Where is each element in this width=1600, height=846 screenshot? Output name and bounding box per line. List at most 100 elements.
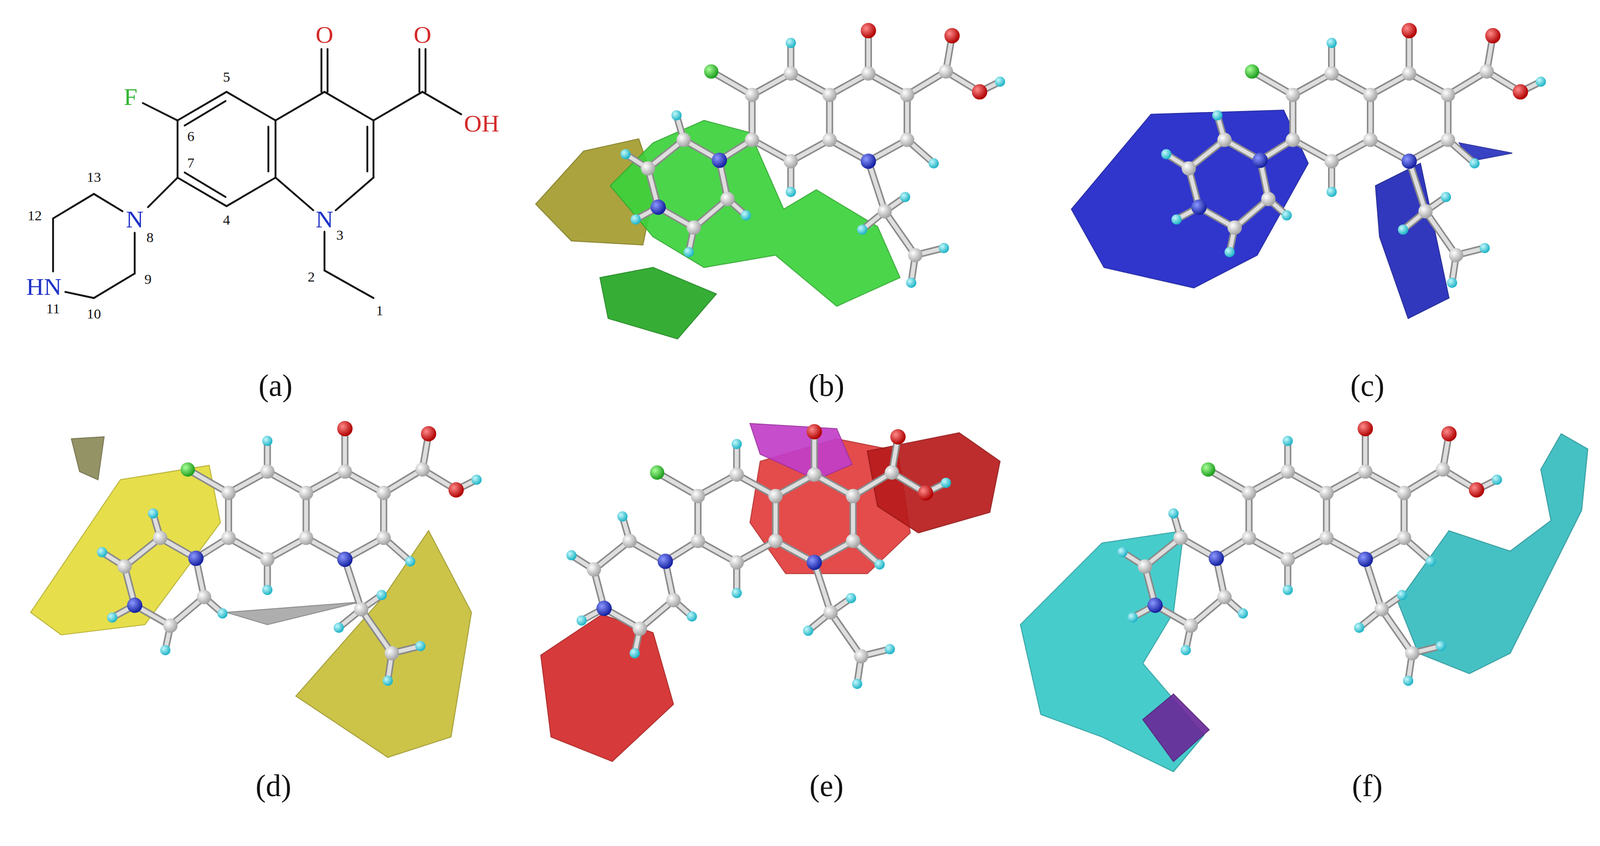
position-number: 12: [27, 209, 42, 224]
atom-ball: [940, 477, 951, 488]
bond-line: [133, 232, 136, 274]
atom-ball: [180, 462, 196, 477]
position-number: 6: [187, 129, 195, 144]
atom-ball: [785, 186, 796, 197]
atom-ball: [1397, 224, 1408, 235]
atom-ball: [906, 277, 917, 288]
bond-line: [65, 291, 94, 299]
atom-ball: [1357, 421, 1373, 437]
atom-ball: [415, 640, 426, 651]
atom-ball: [354, 601, 369, 617]
atom-ball: [671, 110, 682, 121]
atom-ball: [1168, 508, 1179, 519]
atom-ball: [785, 37, 796, 48]
atom-ball: [1485, 28, 1501, 44]
atom-ball: [657, 553, 674, 569]
bond-line: [93, 273, 135, 299]
atom-ball: [629, 647, 640, 658]
atom-ball: [1227, 220, 1242, 235]
steric-contour: [599, 267, 717, 339]
atom-ball: [337, 551, 353, 567]
atom-ball: [596, 600, 612, 616]
atom-ball: [1447, 277, 1458, 288]
atom-ball: [1217, 589, 1232, 605]
acceptor-contour: [1142, 693, 1210, 762]
atom-label: O: [413, 22, 431, 47]
atom-ball: [299, 530, 314, 545]
atom-ball: [196, 589, 212, 605]
atom-ball: [666, 592, 681, 608]
bond-line: [52, 218, 55, 272]
atom-ball: [1324, 66, 1339, 81]
atom-ball: [96, 546, 107, 557]
atom-ball: [152, 530, 168, 545]
atom-ball: [729, 555, 744, 570]
atom-ball: [851, 678, 862, 689]
atom-ball: [127, 597, 143, 613]
atom-ball: [617, 511, 628, 522]
atom-ball: [1127, 612, 1138, 623]
atom-ball: [907, 247, 923, 262]
atom-ball: [404, 556, 415, 567]
bond-line: [373, 91, 423, 121]
atom-ball: [783, 66, 798, 81]
atom-ball: [1401, 22, 1417, 38]
bond-line: [418, 48, 421, 92]
atom-label: F: [123, 84, 138, 110]
atom-ball: [1261, 191, 1276, 206]
bond-line: [324, 270, 374, 299]
atom-ball: [686, 611, 697, 622]
atom-ball: [994, 76, 1005, 87]
atom-label: N: [315, 206, 334, 232]
atom-ball: [768, 533, 783, 548]
atom-ball: [806, 554, 822, 570]
atom-ball: [117, 559, 132, 574]
bond-line: [372, 120, 375, 178]
atom-ball: [640, 161, 655, 176]
atom-ball: [860, 153, 876, 169]
atom-ball: [1252, 152, 1268, 168]
atom-ball: [1396, 589, 1407, 600]
bond-line: [184, 101, 226, 126]
bond-stick: [1365, 559, 1382, 609]
atom-ball: [1181, 161, 1197, 176]
panel-label: (d): [255, 770, 292, 801]
atom-ball: [630, 214, 641, 225]
atom-ball: [1281, 210, 1292, 221]
hydrophobic-contour: [295, 530, 472, 758]
atom-ball: [1217, 132, 1232, 147]
atom-ball: [107, 612, 118, 623]
atom-ball: [877, 204, 892, 219]
position-number: 3: [336, 228, 344, 244]
bond-stick: [1425, 211, 1456, 255]
atom-ball: [421, 426, 437, 442]
atom-ball: [1280, 464, 1295, 479]
bond-stick: [361, 608, 392, 653]
panel-label: (b): [808, 370, 845, 401]
panel-label: (e): [809, 770, 844, 801]
bond-stick: [1365, 559, 1382, 609]
atom-ball: [376, 589, 387, 600]
atom-ball: [744, 132, 759, 147]
bond-stick: [345, 559, 362, 609]
bond-stick: [1425, 211, 1456, 255]
bond-stick: [884, 211, 916, 255]
position-number: 8: [146, 230, 154, 245]
atom-ball: [938, 64, 954, 79]
atom-ball: [1512, 84, 1528, 100]
atom-ball: [768, 488, 783, 504]
contour-maps: [30, 110, 1588, 772]
atom-ball: [857, 224, 868, 235]
atom-ball: [448, 482, 464, 498]
atom-ball: [1224, 246, 1235, 257]
atom-ball: [471, 474, 482, 485]
atom-ball: [860, 66, 876, 81]
position-number: 1: [375, 304, 384, 319]
atom-label: OH: [463, 111, 500, 136]
atom-ball: [1208, 550, 1225, 566]
position-number: 7: [187, 156, 195, 171]
bond-stick: [814, 562, 831, 613]
acceptor-contour: [867, 432, 1000, 534]
atom-ball: [1326, 37, 1337, 48]
molecule-model: [96, 421, 482, 686]
